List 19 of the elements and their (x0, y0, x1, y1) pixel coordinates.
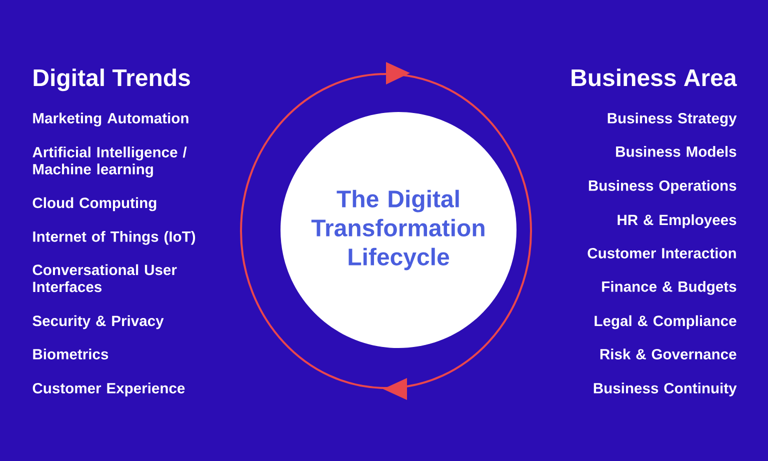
column-heading: Business Area (572, 68, 737, 86)
list-item: Finance & Budgets (602, 280, 736, 295)
list-item: Legal & Compliance (594, 315, 736, 330)
list-item: Marketing Automation (33, 112, 188, 126)
list-item: Business Strategy (608, 112, 737, 126)
list-item: Artificial Intelligence / Machine learning (32, 146, 187, 178)
list-item: Business Continuity (594, 382, 737, 396)
list-item: Biometrics (33, 348, 108, 360)
list-item: Business Models (616, 146, 736, 157)
list-item: Customer Experience (32, 382, 185, 396)
column-heading: Digital Trends (34, 68, 190, 92)
list-item: Internet of Things (IoT) (33, 230, 196, 245)
list-item: Customer Interaction (588, 248, 736, 258)
list-item: Cloud Computing (32, 197, 156, 212)
list-item: HR & Employees (618, 214, 736, 228)
list-item: Risk & Governance (600, 348, 736, 360)
list-item: Business Operations (588, 180, 736, 194)
list-item: Conversational User Interfaces (32, 264, 177, 292)
list-item: Security & Privacy (32, 315, 164, 330)
